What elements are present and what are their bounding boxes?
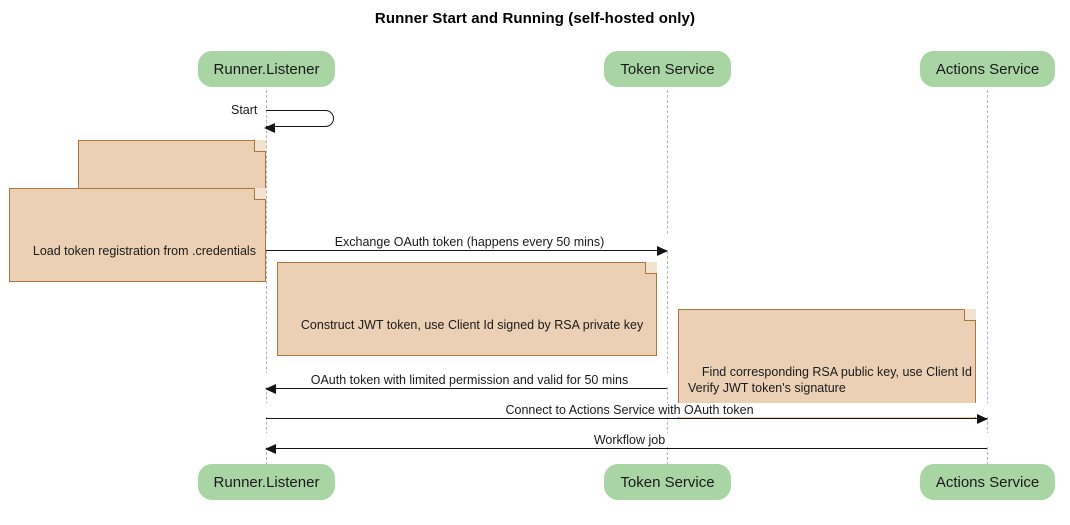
participant-label: Token Service <box>620 473 715 491</box>
participant-label: Runner.Listener <box>213 473 320 491</box>
message-label-start: Start <box>228 103 261 117</box>
message-label-connect-actions: Connect to Actions Service with OAuth to… <box>266 403 993 417</box>
message-arrow-oauth-token-return <box>265 383 667 394</box>
note-load-token-registration: Load token registration from .credential… <box>9 188 266 282</box>
participant-runner-listener-bottom[interactable]: Runner.Listener <box>198 464 335 500</box>
arrowhead-icon <box>264 123 275 134</box>
participant-label: Actions Service <box>935 473 1040 491</box>
message-arrow-workflow-job <box>265 443 987 454</box>
participant-actions-service-top[interactable]: Actions Service <box>920 51 1055 87</box>
note-fold-icon <box>964 309 976 321</box>
participant-token-service-bottom[interactable]: Token Service <box>604 464 731 500</box>
lifeline-token-service <box>667 90 668 465</box>
participant-runner-listener-top[interactable]: Runner.Listener <box>198 51 335 87</box>
note-text: Find corresponding RSA public key, use C… <box>688 365 972 395</box>
note-fold-icon <box>254 188 266 200</box>
participant-token-service-top[interactable]: Token Service <box>604 51 731 87</box>
participant-label: Actions Service <box>935 60 1040 78</box>
lifeline-actions-service <box>987 90 988 465</box>
message-label-oauth-token-return: OAuth token with limited permission and … <box>266 373 673 387</box>
message-arrow-start <box>264 110 334 134</box>
arrowhead-icon <box>265 383 276 394</box>
participant-label: Runner.Listener <box>213 60 320 78</box>
message-arrow-connect-actions <box>266 413 988 424</box>
arrowhead-icon <box>657 245 668 256</box>
participant-actions-service-bottom[interactable]: Actions Service <box>920 464 1055 500</box>
note-construct-jwt: Construct JWT token, use Client Id signe… <box>277 262 657 356</box>
message-label-workflow-job: Workflow job <box>266 433 993 447</box>
lifeline-runner-listener <box>266 90 267 465</box>
message-label-exchange-oauth-token: Exchange OAuth token (happens every 50 m… <box>266 235 673 249</box>
note-text: Load token registration from .credential… <box>32 244 256 258</box>
note-verify-jwt: Find corresponding RSA public key, use C… <box>678 309 976 419</box>
arrowhead-icon <box>977 413 988 424</box>
message-arrow-exchange-oauth-token <box>266 245 668 256</box>
diagram-title: Runner Start and Running (self-hosted on… <box>374 10 696 27</box>
note-fold-icon <box>645 262 657 274</box>
participant-label: Token Service <box>620 60 715 78</box>
note-text: Construct JWT token, use Client Id signe… <box>300 318 644 332</box>
note-fold-icon <box>254 140 266 152</box>
arrowhead-icon <box>265 443 276 454</box>
